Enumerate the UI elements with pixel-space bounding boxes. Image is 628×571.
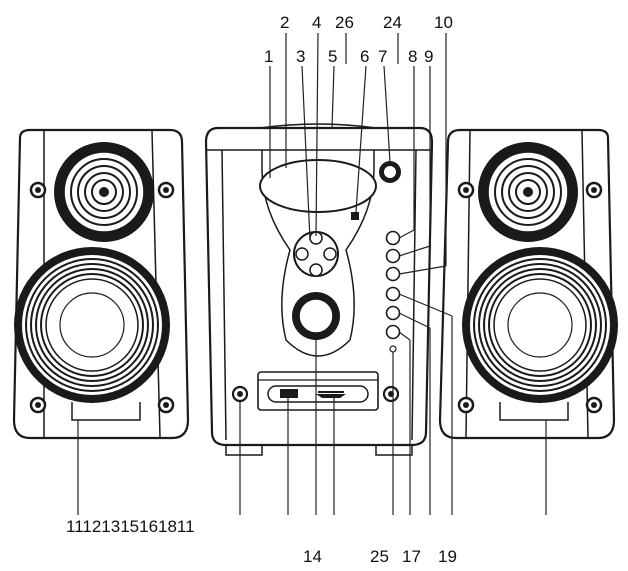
right-speaker: [438, 128, 618, 440]
label-1: 1: [264, 47, 273, 66]
right-woofer: [462, 247, 618, 403]
label-24: 24: [383, 13, 402, 32]
callout-labels: 2 4 26 24 10 1 3 5 6 7 8 9 1112131516181…: [66, 13, 457, 566]
leader-lines: [77, 32, 547, 515]
label-26: 26: [335, 13, 354, 32]
left-speaker-screws: [29, 181, 175, 414]
volume-knob: [292, 292, 340, 340]
nav-button-cluster: [293, 231, 339, 277]
left-tweeter: [54, 142, 154, 242]
side-buttons: [385, 230, 401, 353]
left-speaker: [12, 128, 190, 440]
label-3: 3: [296, 47, 305, 66]
input-panel: [257, 371, 379, 411]
jacks: [231, 385, 400, 403]
main-unit: [204, 123, 434, 456]
right-speaker-screws: [457, 181, 603, 414]
label-7: 7: [378, 47, 387, 66]
label-4: 4: [312, 13, 321, 32]
label-bottom-sequence: 11121315161811: [66, 517, 195, 536]
power-button: [379, 161, 401, 183]
right-tweeter: [478, 142, 578, 242]
left-woofer: [14, 247, 170, 403]
label-5: 5: [328, 47, 337, 66]
label-17: 17: [402, 547, 421, 566]
label-8: 8: [408, 47, 417, 66]
label-6: 6: [360, 47, 369, 66]
label-14: 14: [303, 547, 322, 566]
label-10: 10: [434, 13, 453, 32]
label-2: 2: [280, 13, 289, 32]
label-9: 9: [424, 47, 433, 66]
label-25: 25: [370, 547, 389, 566]
label-19: 19: [438, 547, 457, 566]
